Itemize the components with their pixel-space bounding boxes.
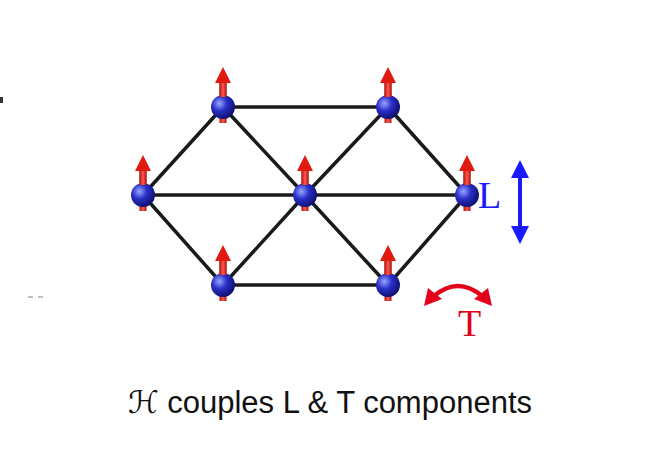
component-label: L <box>478 176 501 214</box>
spin-arrow-head <box>135 155 151 171</box>
site-sphere <box>376 95 400 119</box>
lattice-sites <box>131 67 479 301</box>
site-sphere <box>455 183 479 207</box>
transverse-arrow <box>424 286 492 306</box>
component-label: T <box>458 304 481 342</box>
spin-arrow-head <box>215 245 231 261</box>
edge-mark <box>0 97 3 103</box>
dashed-mark <box>28 296 44 298</box>
spin-arrow-head <box>380 67 396 83</box>
site-sphere <box>131 183 155 207</box>
site-sphere <box>211 95 235 119</box>
caption: ℋ couples L & T components <box>128 387 532 418</box>
spin-arrow-head <box>459 155 475 171</box>
site-sphere <box>376 273 400 297</box>
longitudinal-arrow <box>511 160 529 244</box>
spin-arrow-head <box>380 245 396 261</box>
site-sphere <box>293 183 317 207</box>
spin-arrow-head <box>215 67 231 83</box>
lattice-bonds <box>143 107 467 285</box>
site-sphere <box>211 273 235 297</box>
spin-arrow-head <box>297 155 313 171</box>
